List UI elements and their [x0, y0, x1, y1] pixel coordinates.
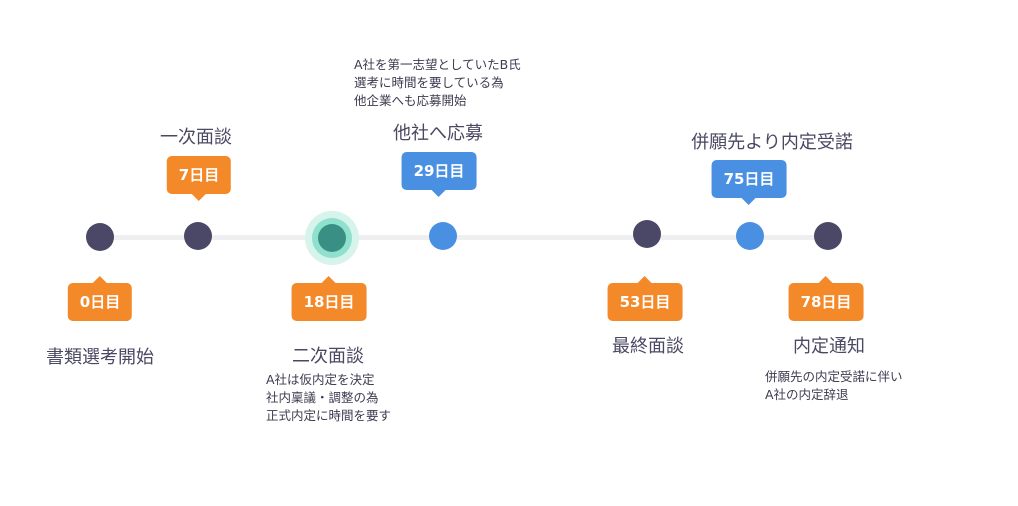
note-line: 正式内定に時間を要す	[266, 408, 392, 423]
note-line: 選考に時間を要している為	[354, 75, 504, 90]
timeline-node-day-7	[184, 222, 212, 250]
day-badge-0: 0日目	[67, 283, 133, 321]
timeline-node-day-78	[814, 222, 842, 250]
day-badge-18: 18日目	[291, 283, 367, 321]
event-title-1: 一次面談	[160, 127, 232, 148]
event-note-3: A社を第一志望としていたB氏 選考に時間を要している為 他企業へも応募開始	[354, 56, 521, 110]
day-badge-75: 75日目	[711, 160, 787, 198]
event-title-5: 併願先より内定受諾	[691, 132, 853, 153]
day-badge-53: 53日目	[607, 283, 683, 321]
event-title-0: 書類選考開始	[46, 347, 154, 368]
day-badge-78: 78日目	[788, 283, 864, 321]
event-title-4: 最終面談	[612, 336, 684, 357]
event-title-6: 内定通知	[793, 336, 865, 357]
note-line: 併願先の内定受諾に伴い	[765, 369, 903, 384]
event-note-2: A社は仮内定を決定 社内稟議・調整の為 正式内定に時間を要す	[266, 371, 391, 425]
note-line: A社の内定辞退	[765, 387, 849, 402]
timeline-node-day-18-active	[318, 224, 346, 252]
note-line: 他企業へも応募開始	[354, 93, 467, 108]
day-badge-29: 29日目	[401, 152, 477, 190]
timeline-node-day-0	[86, 223, 114, 251]
note-line: 社内稟議・調整の為	[266, 390, 379, 405]
day-badge-7: 7日目	[166, 156, 232, 194]
note-line: A社は仮内定を決定	[266, 372, 375, 387]
timeline-node-day-29	[429, 222, 457, 250]
event-note-6: 併願先の内定受諾に伴い A社の内定辞退	[765, 368, 903, 404]
timeline-node-day-53	[633, 220, 661, 248]
timeline-track	[100, 235, 828, 240]
event-title-2: 二次面談	[292, 346, 364, 367]
event-title-3: 他社へ応募	[393, 123, 483, 144]
note-line: A社を第一志望としていたB氏	[354, 57, 521, 72]
timeline-node-day-75	[736, 222, 764, 250]
